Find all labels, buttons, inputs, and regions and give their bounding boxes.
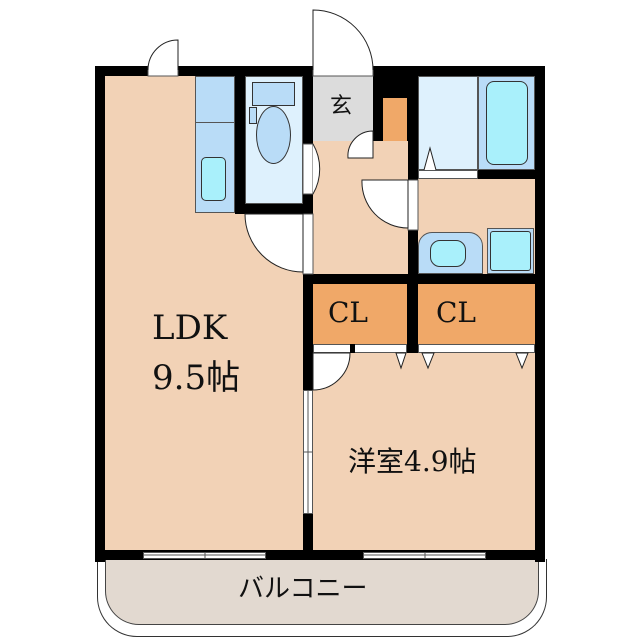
outer-wall-bottom xyxy=(95,550,545,560)
balcony-label: バルコニー xyxy=(238,574,368,604)
toilet-tank xyxy=(252,82,295,106)
toilet-wall-bottom xyxy=(235,204,313,214)
closet-wall-top xyxy=(303,274,545,284)
closet-2-label: CL xyxy=(436,296,477,329)
closet-1-door[interactable] xyxy=(313,344,407,353)
outer-wall-right xyxy=(535,66,545,562)
toilet-paper xyxy=(249,107,257,124)
closet-divider xyxy=(407,274,418,354)
washing-machine-inner xyxy=(490,231,531,271)
bathtub xyxy=(486,81,528,165)
closet-2-door[interactable] xyxy=(418,344,535,353)
bath-wall-left xyxy=(408,66,418,284)
wall-ldk-hall xyxy=(303,76,313,550)
kitchen-sink xyxy=(201,157,226,201)
closet-2 xyxy=(418,284,535,344)
entrance-label: 玄 xyxy=(330,94,353,119)
toilet-wall-left xyxy=(235,76,245,214)
closet-1-label: CL xyxy=(328,296,369,329)
western-room-label: 洋室4.9帖 xyxy=(348,445,477,478)
bath-door[interactable] xyxy=(418,170,478,179)
outer-wall-left xyxy=(95,66,105,562)
washbasin-bowl xyxy=(430,240,466,267)
entrance xyxy=(313,76,373,141)
room-western xyxy=(313,353,535,550)
balcony xyxy=(105,559,539,625)
bath-wall-bottom xyxy=(478,170,535,179)
kitchen-divider xyxy=(195,122,235,123)
ldk-name: LDK xyxy=(152,308,228,348)
ldk-size: 9.5帖 xyxy=(152,358,241,398)
toilet-bowl xyxy=(256,106,291,164)
closet-1 xyxy=(313,284,407,344)
